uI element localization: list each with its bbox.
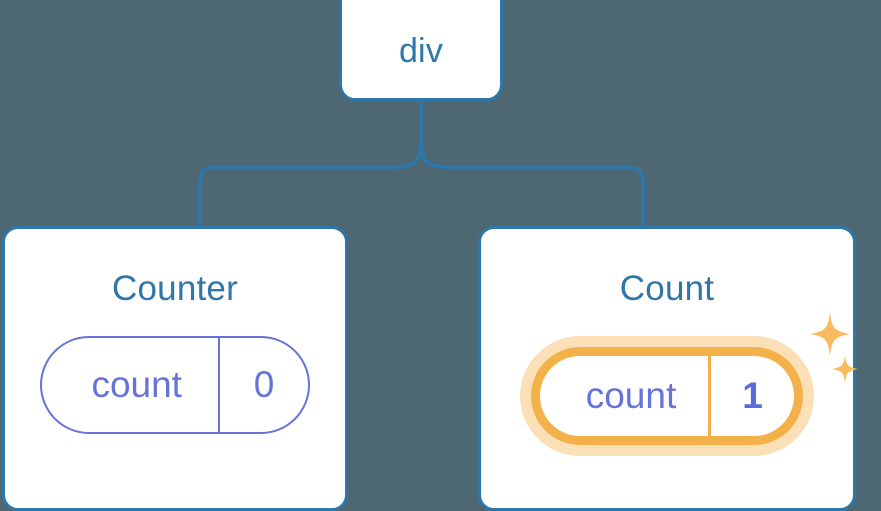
state-pill-count-value: 1	[708, 356, 794, 436]
connector-to-count	[419, 141, 645, 226]
sparkle-icon	[810, 312, 850, 356]
state-pill-count-key: count	[585, 375, 677, 416]
tree-node-count[interactable]: Count count 1	[478, 226, 858, 511]
state-pill-count-glow: count 1	[520, 336, 814, 456]
state-pill-count-wrap: count 1	[520, 312, 858, 456]
tree-node-counter[interactable]: Counter count 0	[2, 226, 348, 511]
state-pill-counter-key: count	[91, 364, 182, 405]
component-tree-diagram: div Counter count 0 Count count 1	[2, 0, 858, 511]
state-pill-counter-wrap: count 0	[39, 336, 311, 434]
tree-node-count-title: Count	[619, 269, 715, 308]
sparkle-small-icon	[832, 355, 858, 383]
state-pill-counter-value: 0	[217, 338, 309, 432]
tree-node-root-label: div	[398, 31, 444, 70]
state-pill-counter[interactable]: count 0	[39, 336, 311, 434]
connector-to-counter	[198, 141, 423, 226]
tree-node-counter-title: Counter	[112, 269, 238, 308]
state-pill-count[interactable]: count 1	[531, 347, 803, 445]
tree-node-root[interactable]: div	[339, 0, 503, 101]
